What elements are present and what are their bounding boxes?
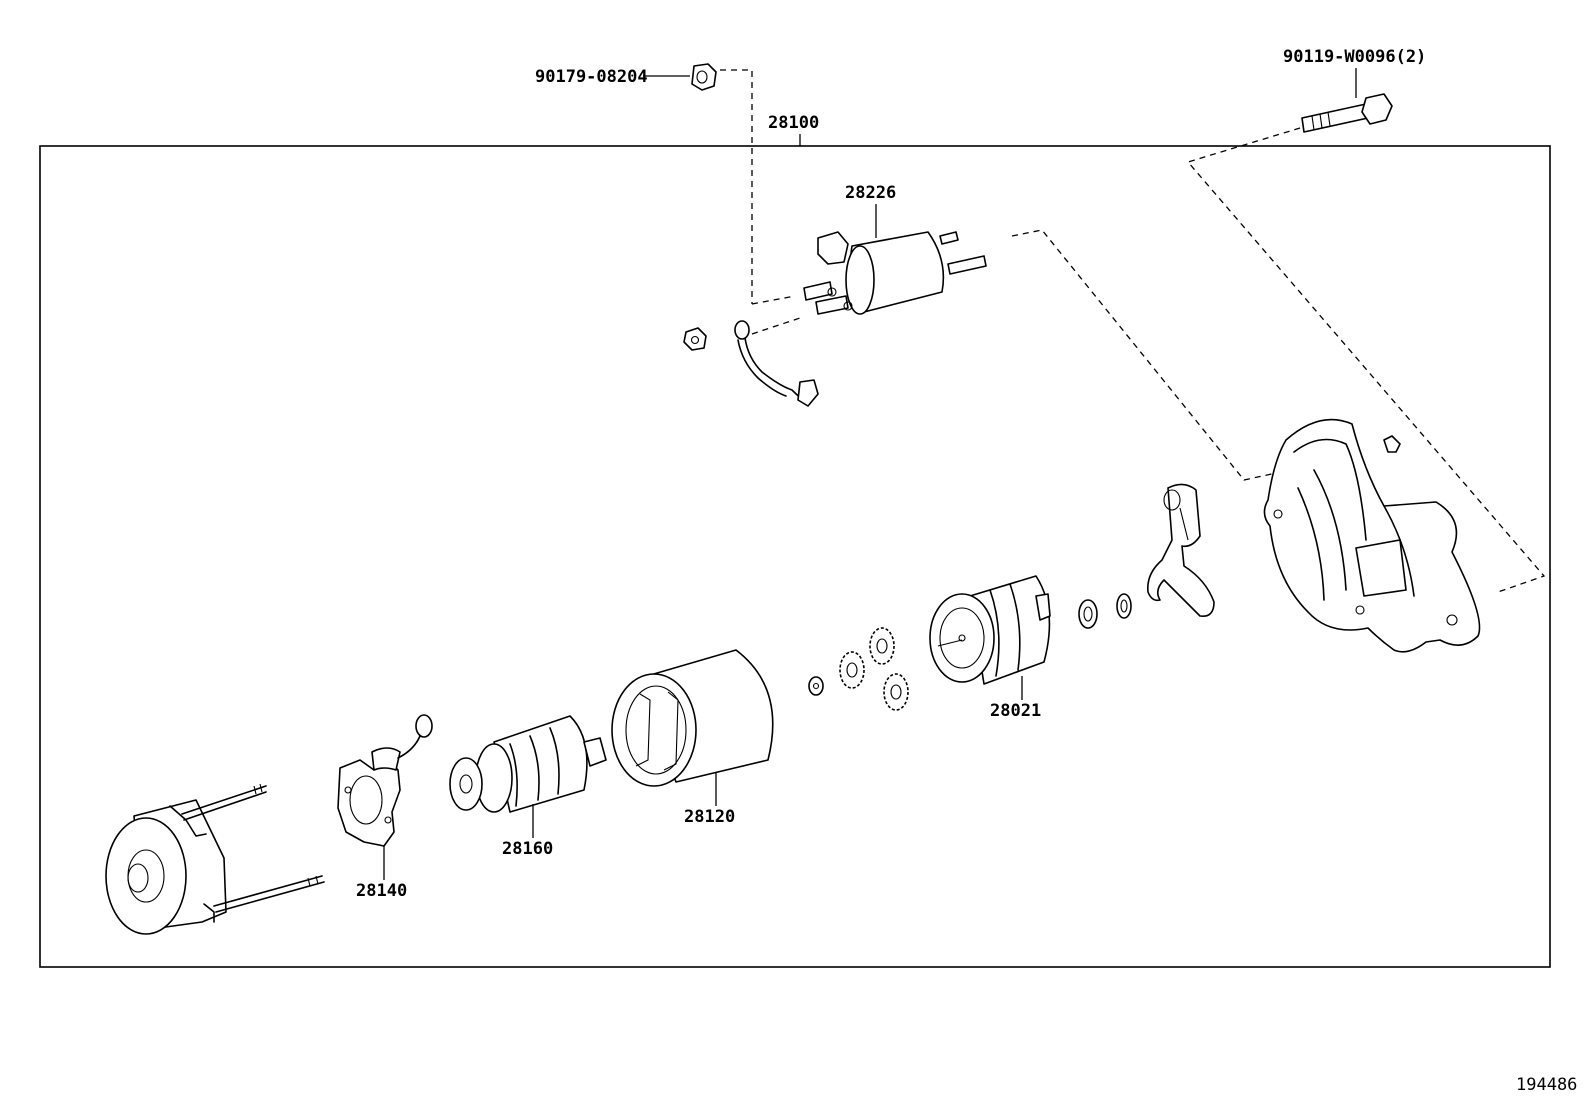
drive-housing-part[interactable] bbox=[1263, 418, 1481, 653]
brush-holder-28140-part[interactable] bbox=[337, 714, 433, 847]
through-bolt-upper-part[interactable] bbox=[181, 783, 267, 821]
solenoid-guide-line bbox=[1011, 229, 1291, 481]
assembly-frame bbox=[39, 145, 1551, 968]
clutch-28021-part[interactable] bbox=[929, 575, 1051, 685]
planetary-gears-part[interactable] bbox=[808, 627, 909, 711]
nut-90179-part[interactable] bbox=[643, 63, 796, 305]
small-nut-part[interactable] bbox=[683, 327, 707, 351]
label-28160: 28160 bbox=[502, 839, 553, 859]
yoke-28120-part[interactable] bbox=[611, 649, 774, 787]
label-28120: 28120 bbox=[684, 807, 735, 827]
lead-wire-part[interactable] bbox=[734, 320, 819, 407]
label-28100: 28100 bbox=[768, 113, 819, 133]
end-cover-part[interactable] bbox=[105, 799, 227, 935]
label-90119-w0096: 90119-W0096(2) bbox=[1283, 47, 1426, 67]
armature-28160-part[interactable] bbox=[449, 715, 607, 813]
bolt-guide-line bbox=[1186, 127, 1546, 593]
label-90179-08204: 90179-08204 bbox=[535, 67, 648, 87]
through-bolt-lower-part[interactable] bbox=[213, 875, 325, 913]
bolt-90119-part[interactable] bbox=[1301, 68, 1393, 133]
label-28140: 28140 bbox=[356, 881, 407, 901]
label-28021: 28021 bbox=[990, 701, 1041, 721]
solenoid-28226-part[interactable] bbox=[803, 231, 987, 315]
lead-guide-line bbox=[751, 317, 801, 335]
figure-id: 194486 bbox=[1516, 1075, 1577, 1095]
shift-lever-part[interactable] bbox=[1146, 483, 1215, 618]
washer-pair-part[interactable] bbox=[1078, 593, 1132, 629]
label-28226: 28226 bbox=[845, 183, 896, 203]
